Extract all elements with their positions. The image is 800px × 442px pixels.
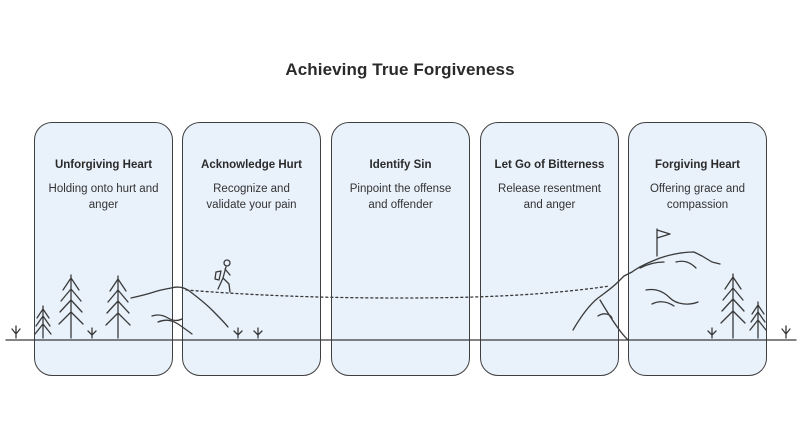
stage-description: Offering grace and compassion	[647, 182, 748, 213]
stage-title: Identify Sin	[332, 159, 469, 171]
stage-panel-unforgiving-heart: Unforgiving Heart Holding onto hurt and …	[34, 122, 173, 376]
stage-title: Acknowledge Hurt	[183, 159, 320, 171]
stage-description: Release resentment and anger	[493, 182, 606, 213]
stage-panel-forgiving-heart: Forgiving Heart Offering grace and compa…	[628, 122, 767, 376]
stage-panel-acknowledge-hurt: Acknowledge Hurt Recognize and validate …	[182, 122, 321, 376]
stage-title: Unforgiving Heart	[35, 159, 172, 171]
stage-title: Let Go of Bitterness	[481, 159, 618, 171]
stage-description: Recognize and validate your pain	[201, 182, 302, 213]
stage-panel-identify-sin: Identify Sin Pinpoint the offense and of…	[331, 122, 470, 376]
stage-title: Forgiving Heart	[629, 159, 766, 171]
diagram-title: Achieving True Forgiveness	[0, 60, 800, 80]
stage-description: Holding onto hurt and anger	[45, 182, 162, 213]
stage-description: Pinpoint the offense and offender	[342, 182, 459, 213]
stage-panel-let-go-of-bitterness: Let Go of Bitterness Release resentment …	[480, 122, 619, 376]
